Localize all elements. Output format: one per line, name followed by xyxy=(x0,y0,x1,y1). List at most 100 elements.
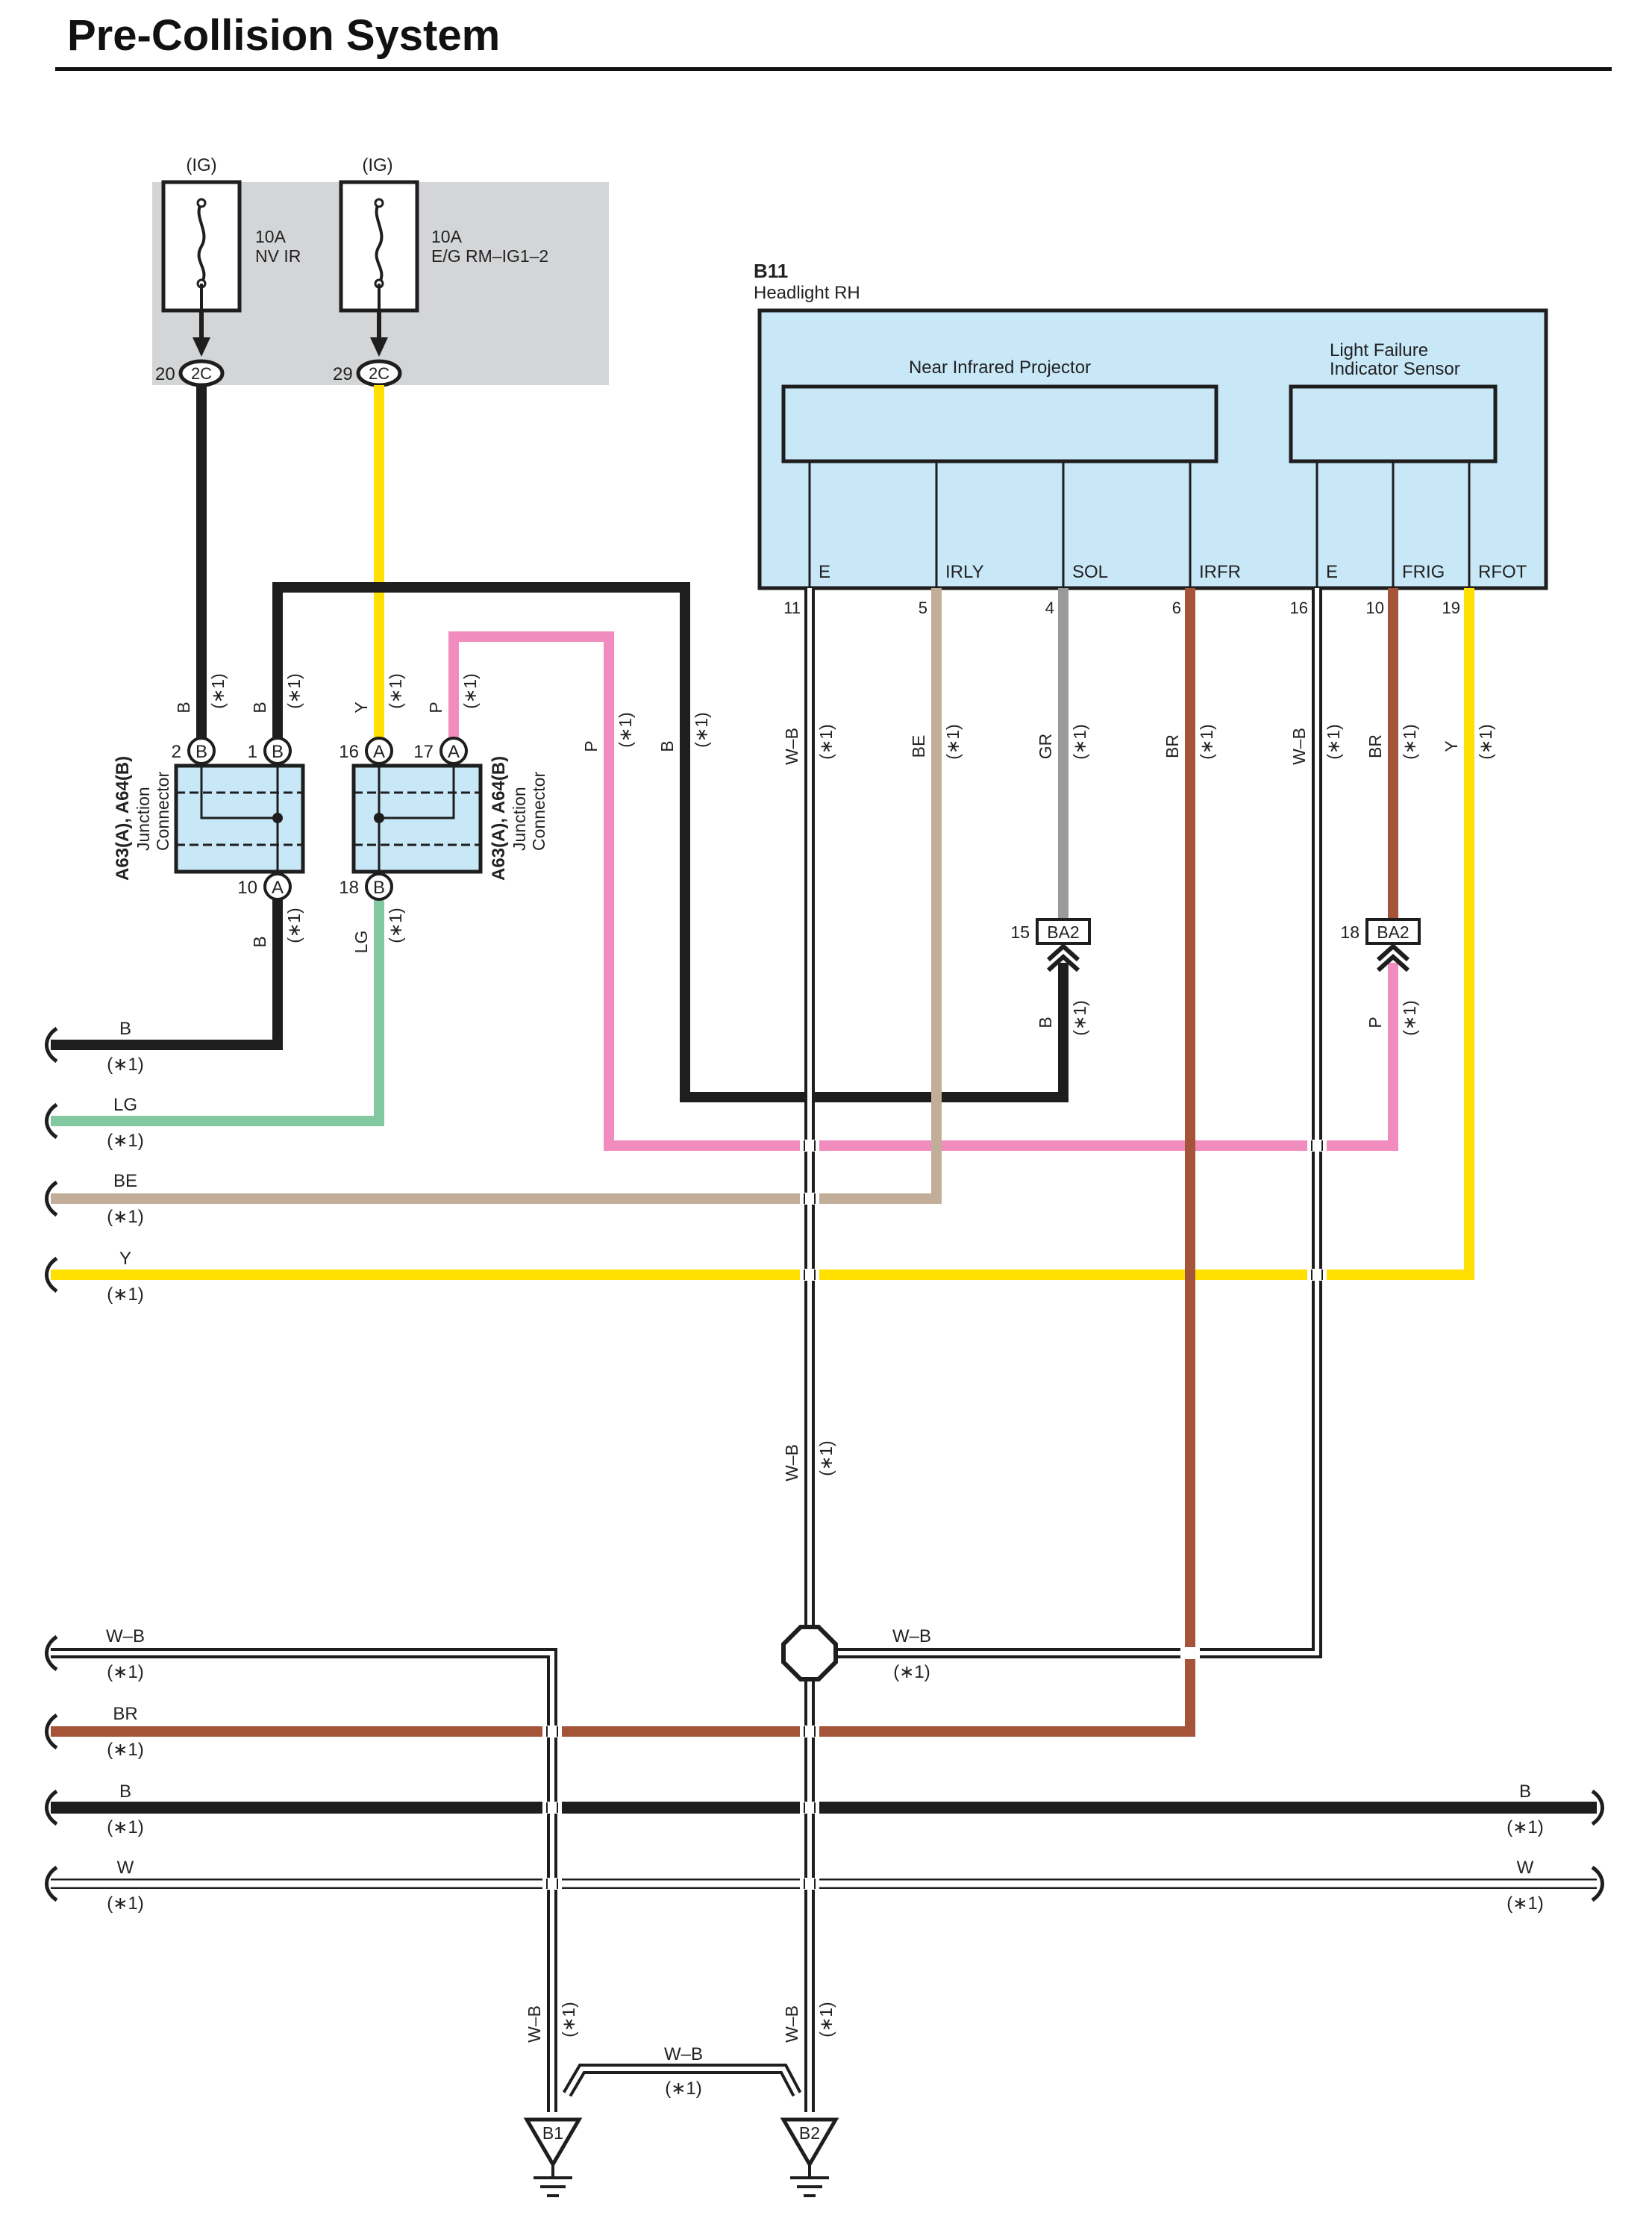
pin-number: 4 xyxy=(1045,599,1054,617)
diagram-shape xyxy=(263,737,292,765)
projector-label: Near Infrared Projector xyxy=(909,357,1091,378)
diagram-shape: B (∗1) LG (∗1) BE (∗1) Y (∗1) W–B (∗1) B… xyxy=(106,1019,1544,2099)
jc-pin-tag: A xyxy=(373,742,385,762)
fuse-rating: 10A xyxy=(431,227,463,246)
edge-wire-label: W–B xyxy=(106,1626,145,1646)
wire-note: (∗1) xyxy=(386,908,405,943)
jc-pin-number: 16 xyxy=(339,742,359,762)
pin-number: 11 xyxy=(783,599,801,617)
wire-label: W–B xyxy=(892,1626,931,1646)
wire-p-loop xyxy=(448,631,1398,1151)
edge-wire-label: BR xyxy=(113,1704,137,1724)
wire-y-rfot xyxy=(51,588,1474,1280)
diagram-shape xyxy=(546,1802,816,1813)
pin-number: 6 xyxy=(1172,599,1181,617)
diagram-shape xyxy=(1311,1140,1323,1280)
diagram-shape xyxy=(800,1269,819,1281)
diagram-shape: E IRLY SOL IRFR E FRIG RFOT xyxy=(819,562,1527,582)
diagram-shape xyxy=(1307,1140,1327,1152)
wire-note: (∗1) xyxy=(816,1440,836,1476)
wire-be-irly xyxy=(51,588,942,1204)
wire-note: (∗1) xyxy=(816,2002,836,2037)
diagram-shape xyxy=(45,1789,58,1826)
diagram-shape xyxy=(193,337,210,357)
wire-note: (∗1) xyxy=(1324,724,1343,759)
diagram-shape xyxy=(800,1193,819,1205)
fuse-pin: 20 xyxy=(155,364,175,384)
diagram-shape xyxy=(365,872,393,901)
sensor-label-line1: Light Failure xyxy=(1330,340,1428,360)
wire-label: W–B xyxy=(782,1444,801,1481)
edge-wire-label: BE xyxy=(113,1171,137,1191)
edge-wire-note: (∗1) xyxy=(107,1662,143,1682)
pin-number: 19 xyxy=(1442,599,1460,617)
wire-label: P xyxy=(1365,1017,1385,1028)
jc-pin-number: 2 xyxy=(172,742,181,762)
diagram-shape: W–B (∗1) xyxy=(782,724,836,765)
diagram-shape xyxy=(565,2067,799,2096)
edge-wire-note: (∗1) xyxy=(107,1055,143,1075)
diagram-shape: BR(∗1) xyxy=(1365,724,1419,759)
edge-wire-label: Y xyxy=(119,1249,131,1269)
edge-wire-note: (∗1) xyxy=(107,1284,143,1305)
diagram-shape: 11 5 4 6 16 10 19 xyxy=(783,599,1460,617)
wire-label: Y xyxy=(1442,740,1461,752)
wire-note: (∗1) xyxy=(692,712,711,747)
diagram-shape xyxy=(374,198,384,208)
diagram-shape xyxy=(45,1026,1604,1902)
wire-note: (∗1) xyxy=(665,2079,701,2099)
diagram-shape xyxy=(542,1802,562,1814)
jc-label-line1: Junction xyxy=(510,787,529,851)
fuse-rating: 10A xyxy=(255,227,287,246)
diagram-shape xyxy=(546,1140,1323,1889)
diagram-shape: B(∗1) B(∗1) Y(∗1) P(∗1) B(∗1) LG(∗1) P(∗… xyxy=(174,673,1495,2043)
diagram-shape xyxy=(45,1180,58,1217)
fuse-name: NV IR xyxy=(255,246,301,266)
wire-b-loop xyxy=(272,582,1069,1102)
diagram-shape xyxy=(196,198,207,208)
device-code: B11 xyxy=(754,260,788,282)
wire-label: B xyxy=(1036,1017,1055,1028)
jc-pin-number: 10 xyxy=(237,878,257,898)
wire-note: (∗1) xyxy=(816,724,836,759)
inline-connector-ba2-15: BA2 15 xyxy=(1010,918,1091,972)
terminal-e: E xyxy=(1326,562,1338,582)
diagram-shape: B(∗1) xyxy=(250,908,304,947)
diagram-shape: P(∗1) xyxy=(581,712,635,752)
diagram-shape xyxy=(197,202,206,285)
jc-pin-tag: A xyxy=(448,742,460,762)
diagram-shape xyxy=(546,1879,816,1889)
fuse-pin: 29 xyxy=(333,364,353,384)
wire-label: P xyxy=(426,702,445,713)
diagram-shape xyxy=(51,385,1597,1814)
diagram-shape: A63(A), A64(B) Junction Connector xyxy=(113,756,172,881)
jc-pin-number: 17 xyxy=(413,742,434,762)
diagram-shape xyxy=(800,1726,819,1737)
ground-b2: B2 xyxy=(780,2117,839,2197)
wire-label: W–B xyxy=(782,728,801,765)
terminal-frig: FRIG xyxy=(1402,562,1445,582)
jc-pin-number: 18 xyxy=(339,878,359,898)
wire-note: (∗1) xyxy=(1400,724,1419,759)
diagram-shape xyxy=(523,2117,583,2168)
wire-label: B xyxy=(657,740,677,752)
terminal-irfr: IRFR xyxy=(1199,562,1241,582)
fuse-eg-rm-ig1-2: (IG) 10A E/G RM–IG1–2 29 2C xyxy=(333,155,548,387)
diagram-shape xyxy=(1046,943,1080,972)
device-name: Headlight RH xyxy=(754,283,860,303)
wire-note: (∗1) xyxy=(208,673,228,708)
diagram-shape xyxy=(800,1802,819,1814)
diagram-shape: W–B (∗1) xyxy=(782,1440,836,1481)
wire-label: W–B xyxy=(525,2005,544,2043)
light-failure-indicator-sensor xyxy=(1289,384,1498,463)
wire-note: (∗1) xyxy=(559,2002,578,2037)
diagram-shape xyxy=(780,2117,839,2168)
pin-number: 16 xyxy=(1290,599,1308,617)
diagram-shape: P(∗1) xyxy=(426,673,480,713)
edge-wire-label: W xyxy=(1517,1858,1534,1878)
diagram-shape xyxy=(374,813,384,823)
sensor-label-line2: Indicator Sensor xyxy=(1330,359,1460,379)
diagram-shape: W–B (∗1) xyxy=(525,2002,578,2043)
diagram-shape: B(∗1) xyxy=(174,673,228,713)
diagram-shape xyxy=(804,1140,816,1280)
